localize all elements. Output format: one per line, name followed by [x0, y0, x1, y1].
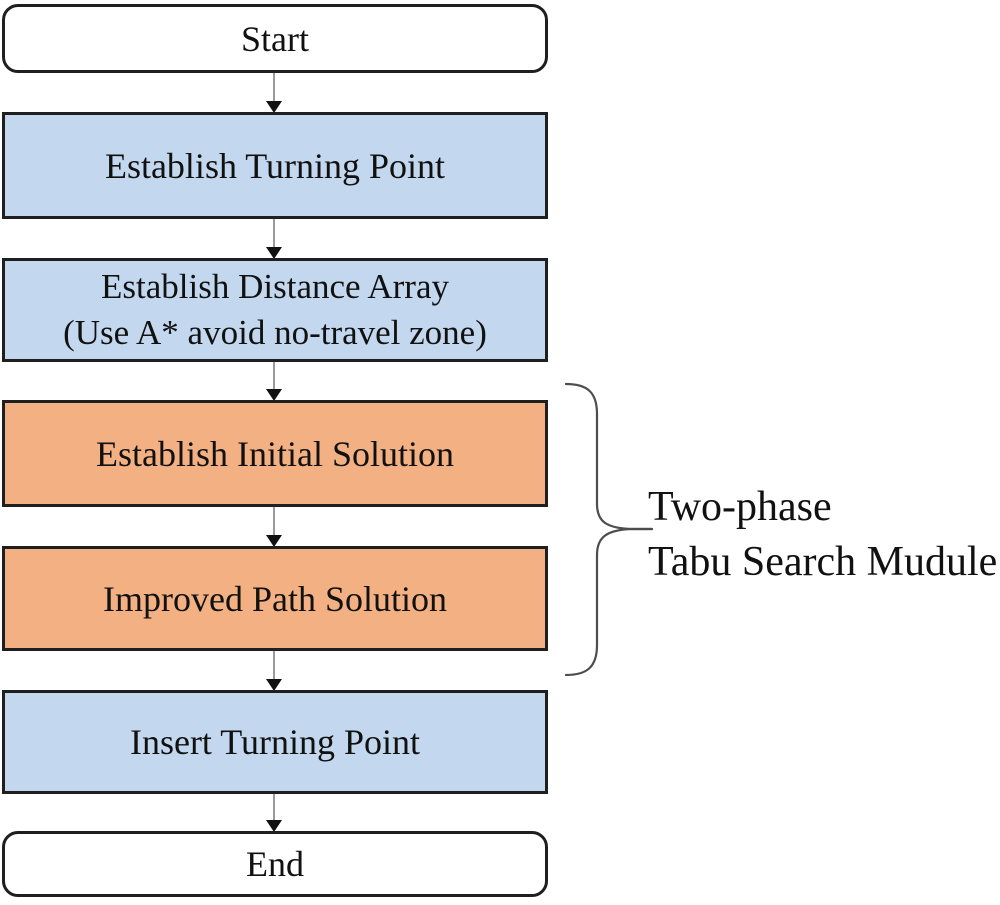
- arrow-line: [273, 794, 275, 823]
- flow-arrow-3: [264, 362, 284, 401]
- node-end-label: End: [246, 844, 304, 884]
- arrow-head-icon: [266, 820, 282, 832]
- node-establish-initial-solution-label: Establish Initial Solution: [96, 433, 454, 474]
- brace-annotation-line2: Tabu Search Mudule: [648, 539, 998, 585]
- flow-arrow-5: [264, 651, 284, 691]
- flow-arrow-4: [264, 507, 284, 547]
- node-establish-distance-array-line1: Establish Distance Array: [101, 267, 449, 306]
- node-establish-distance-array: Establish Distance Array (Use A* avoid n…: [2, 258, 548, 362]
- flow-arrow-2: [264, 219, 284, 259]
- flow-arrow-1: [264, 73, 284, 113]
- node-establish-turning-point: Establish Turning Point: [2, 112, 548, 219]
- arrow-head-icon: [266, 535, 282, 547]
- arrow-head-icon: [266, 679, 282, 691]
- arrow-line: [273, 651, 275, 682]
- brace-annotation-line1: Two-phase: [648, 484, 832, 530]
- arrow-line: [273, 73, 275, 104]
- arrow-line: [273, 219, 275, 250]
- node-improved-path-solution-label: Improved Path Solution: [103, 578, 447, 619]
- node-insert-turning-point: Insert Turning Point: [2, 690, 548, 794]
- arrow-head-icon: [266, 101, 282, 113]
- flow-arrow-6: [264, 794, 284, 832]
- node-start-label: Start: [241, 18, 309, 59]
- brace-annotation: Two-phase Tabu Search Mudule: [648, 480, 997, 590]
- arrow-head-icon: [266, 247, 282, 259]
- node-establish-initial-solution: Establish Initial Solution: [2, 400, 548, 507]
- node-establish-distance-array-line2: (Use A* avoid no-travel zone): [63, 313, 487, 352]
- arrow-line: [273, 362, 275, 392]
- arrow-line: [273, 507, 275, 538]
- arrow-head-icon: [266, 389, 282, 401]
- node-end: End: [2, 831, 548, 897]
- node-establish-turning-point-label: Establish Turning Point: [104, 145, 446, 186]
- node-start: Start: [2, 4, 548, 73]
- grouping-brace-icon: [564, 382, 654, 677]
- node-insert-turning-point-label: Insert Turning Point: [129, 722, 421, 762]
- node-improved-path-solution: Improved Path Solution: [2, 546, 548, 651]
